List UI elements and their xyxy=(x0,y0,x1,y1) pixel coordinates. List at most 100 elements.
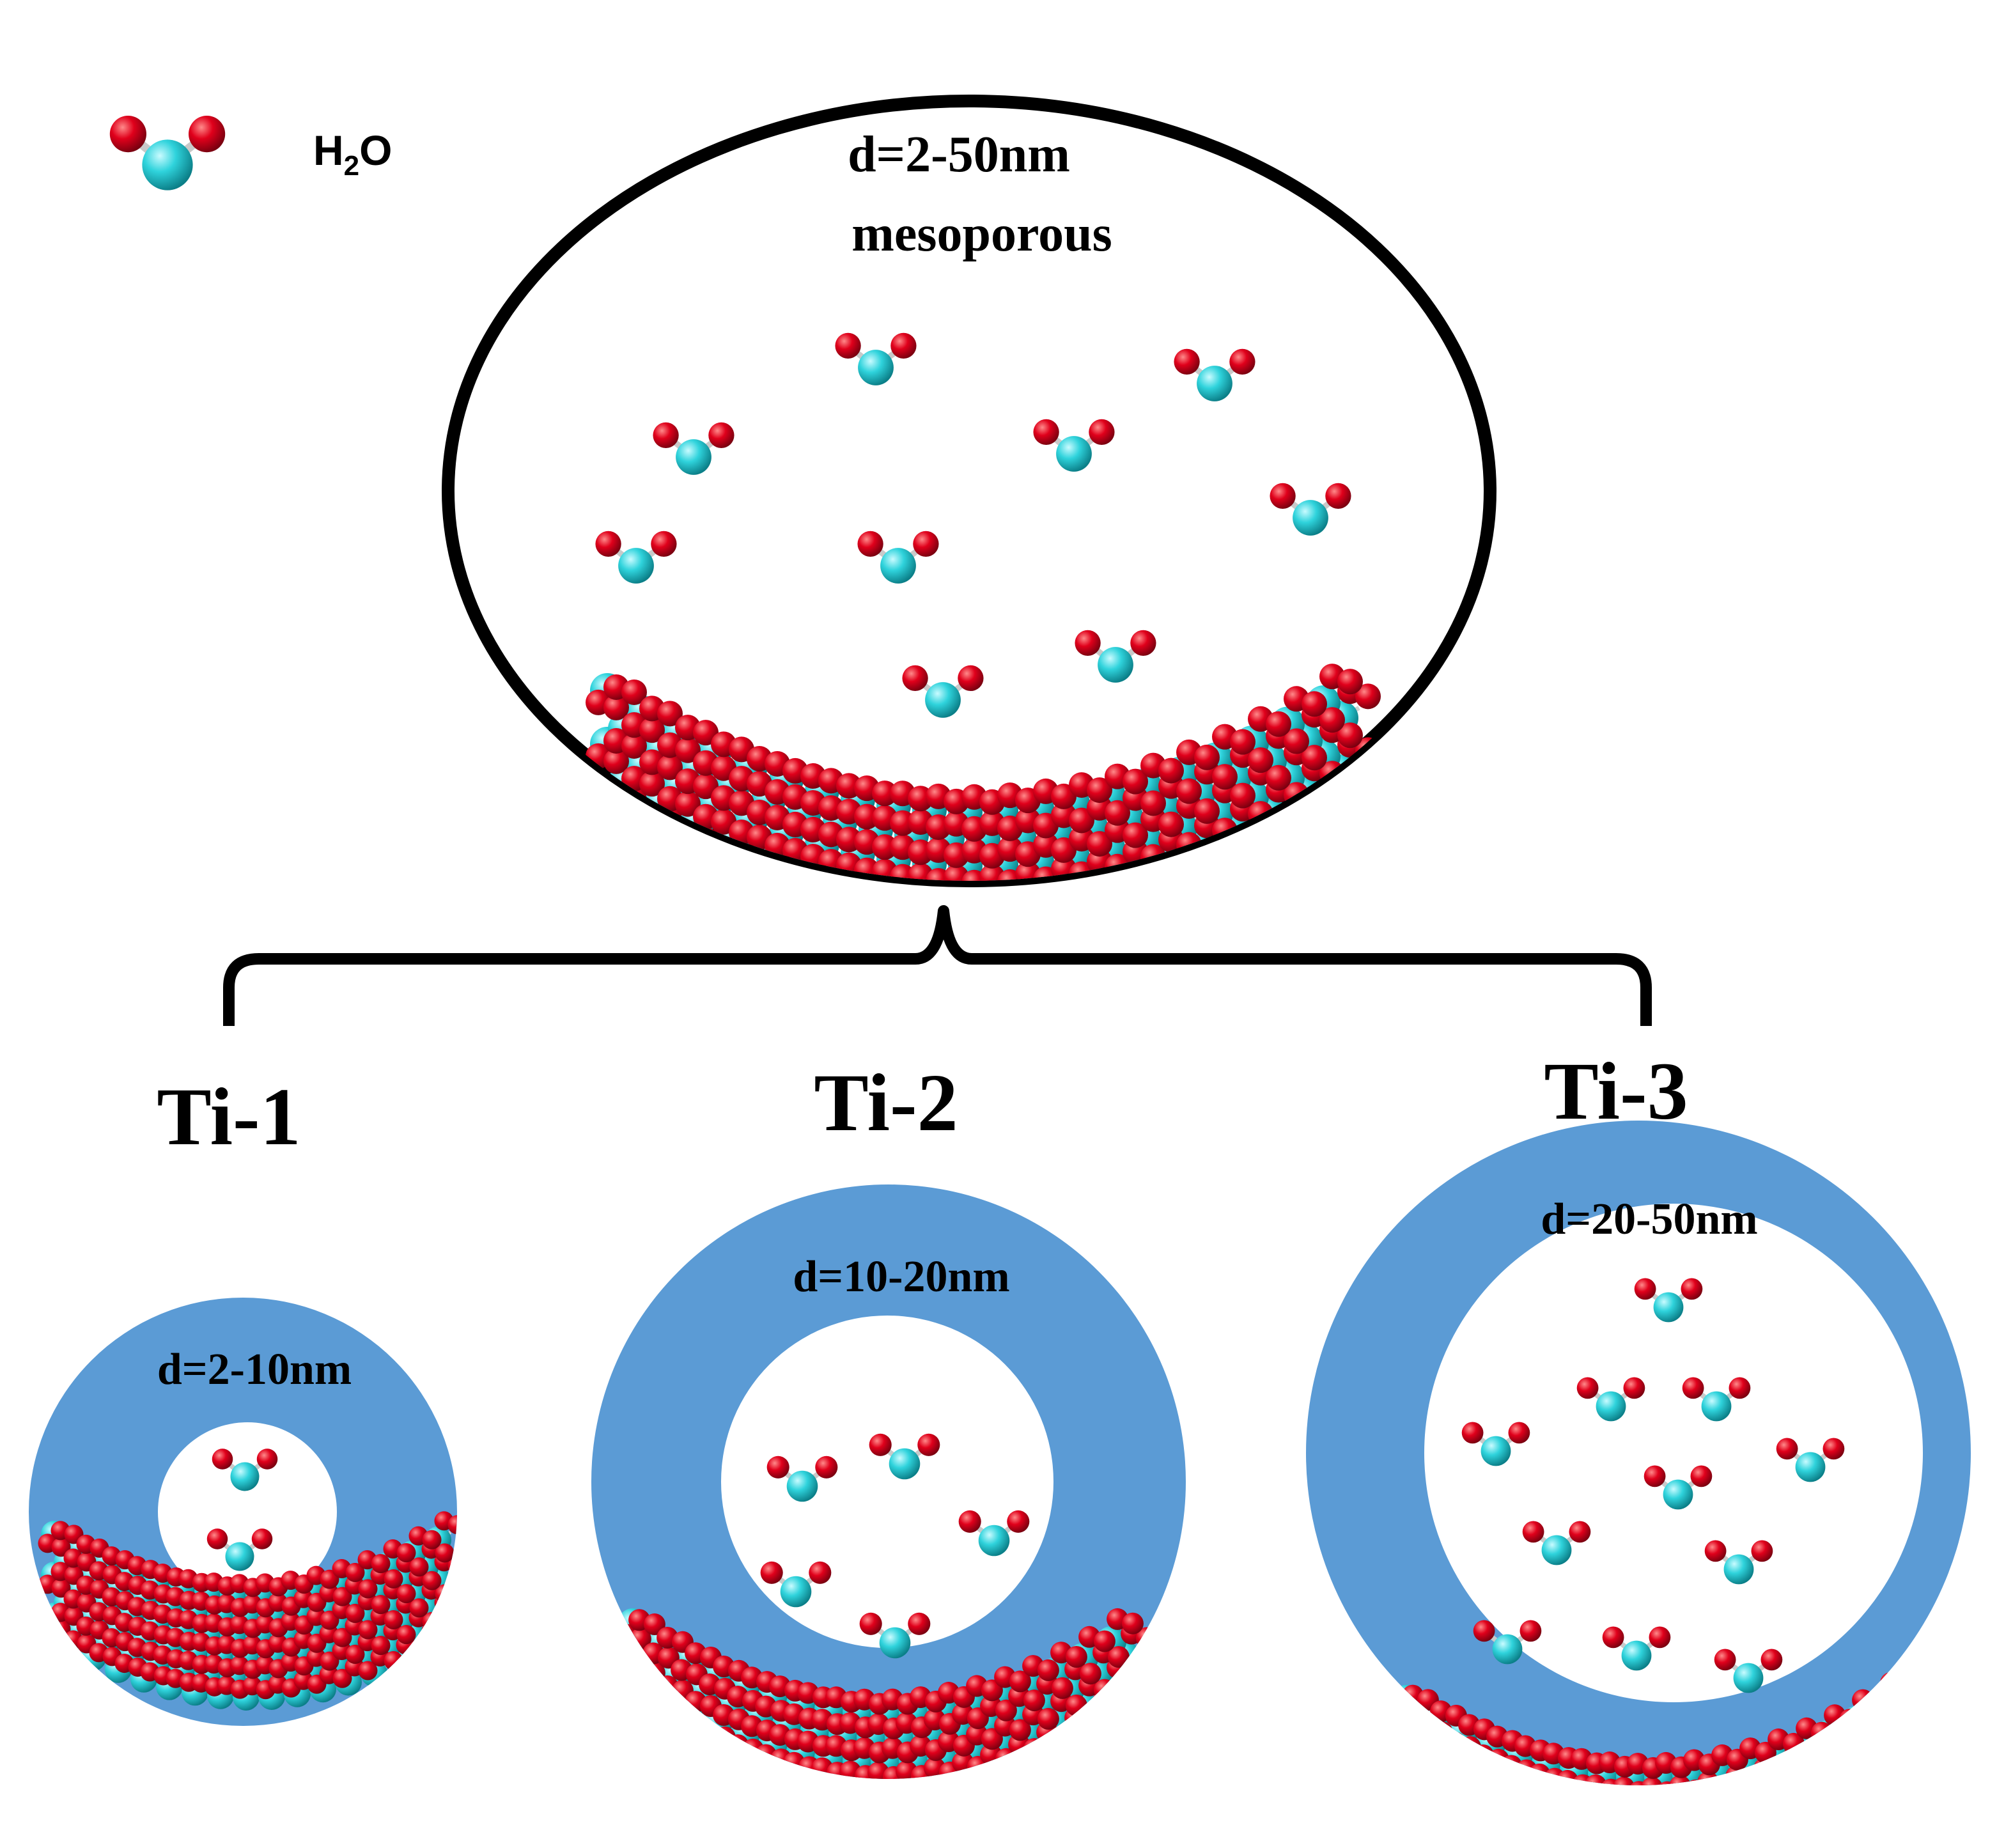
titanium-atom xyxy=(1560,1803,1590,1834)
water-molecule xyxy=(859,1612,931,1659)
oxygen-atom xyxy=(818,875,844,881)
titanium-atom xyxy=(1433,1734,1464,1765)
oxygen-atom xyxy=(859,1612,882,1635)
bond xyxy=(1322,798,1342,812)
titanium-atom xyxy=(716,1737,747,1768)
oxygen-atom xyxy=(1655,1801,1677,1822)
oxygen-atom xyxy=(1669,1775,1691,1785)
oxygen-atom xyxy=(1502,1827,1523,1848)
oxygen-atom xyxy=(1796,1751,1819,1774)
titanium-atom xyxy=(1855,1820,1886,1848)
oxygen-atom xyxy=(1544,1817,1566,1838)
titanium-atom xyxy=(984,901,1018,936)
bond xyxy=(822,888,840,898)
oxygen-atom xyxy=(1430,1798,1452,1819)
oxygen-atom xyxy=(1810,1783,1832,1785)
bond xyxy=(1702,1838,1716,1847)
bond xyxy=(965,909,983,919)
bond xyxy=(914,1801,928,1810)
bond xyxy=(1124,1695,1140,1707)
titanium-atom xyxy=(1391,1734,1422,1764)
titanium-atom xyxy=(925,682,961,718)
oxygen-atom xyxy=(1768,1777,1790,1785)
oxygen-atom xyxy=(657,754,683,780)
oxygen-atom xyxy=(1760,1649,1783,1671)
titanium-atom xyxy=(1630,1835,1661,1848)
oxygen-atom xyxy=(1107,1743,1130,1766)
oxygen-atom xyxy=(1741,1819,1762,1840)
oxygen-atom xyxy=(384,1651,403,1671)
water-molecule xyxy=(1682,1377,1751,1422)
oxygen-atom xyxy=(708,422,734,449)
oxygen-atom xyxy=(815,1456,838,1479)
oxygen-atom xyxy=(1711,1793,1733,1815)
oxygen-atom xyxy=(1325,483,1351,509)
oxygen-atom xyxy=(1682,1377,1704,1399)
oxygen-atom xyxy=(1486,1823,1508,1845)
oxygen-atom xyxy=(651,531,677,557)
oxygen-atom xyxy=(1530,1836,1551,1848)
oxygen-atom xyxy=(1158,865,1184,881)
oxygen-atom xyxy=(628,1706,651,1728)
oxygen-atom xyxy=(1158,757,1184,784)
oxygen-atom xyxy=(1123,876,1148,881)
titanium-atom xyxy=(1869,1689,1900,1721)
titanium-atom xyxy=(1053,1723,1084,1755)
oxygen-atom xyxy=(1704,1540,1727,1562)
oxygen-atom xyxy=(657,701,683,727)
oxygen-atom xyxy=(1284,728,1309,754)
bond xyxy=(1108,893,1126,903)
oxygen-atom xyxy=(653,422,679,449)
bond xyxy=(1827,1773,1844,1785)
oxygen-atom xyxy=(1557,1769,1579,1785)
oxygen-atom xyxy=(1194,744,1220,770)
bond xyxy=(816,1819,830,1828)
titanium-atom xyxy=(1011,1767,1042,1779)
oxygen-atom xyxy=(1121,1720,1143,1742)
oxygen-atom xyxy=(1508,1422,1530,1444)
oxygen-atom xyxy=(1866,1753,1888,1776)
oxygen-atom xyxy=(1033,886,1059,912)
oxygen-atom xyxy=(1740,1769,1762,1785)
oxygen-atom xyxy=(1416,1717,1438,1739)
oxygen-atom xyxy=(1194,798,1220,824)
bond xyxy=(1124,1743,1140,1756)
oxygen-atom xyxy=(1037,1707,1059,1730)
titanium-atom xyxy=(1541,1535,1572,1565)
oxygen-atom xyxy=(1402,1782,1424,1785)
titanium-atom xyxy=(941,1812,972,1843)
titanium-atom xyxy=(969,1805,1000,1836)
oxygen-atom xyxy=(1824,1739,1847,1762)
water-molecule xyxy=(1776,1438,1845,1482)
titanium-atom xyxy=(676,439,711,475)
bond xyxy=(773,1784,788,1793)
bond xyxy=(749,862,770,876)
oxygen-atom xyxy=(699,1744,722,1766)
oxygen-atom xyxy=(872,834,898,860)
bond xyxy=(1589,1836,1603,1845)
oxygen-atom xyxy=(1087,777,1112,804)
oxygen-atom xyxy=(371,1636,391,1656)
oxygen-atom xyxy=(206,1528,228,1549)
titanium-atom xyxy=(1757,1839,1787,1848)
oxygen-atom xyxy=(332,1627,352,1647)
bond xyxy=(1096,1761,1112,1774)
bond xyxy=(927,1773,944,1779)
oxygen-atom xyxy=(1572,1823,1594,1845)
oxygen-atom xyxy=(1158,811,1184,837)
titanium-atom xyxy=(1869,1787,1900,1817)
bond xyxy=(1828,1824,1842,1833)
titanium-atom xyxy=(1596,1391,1626,1422)
bond xyxy=(1532,1773,1548,1785)
titanium-atom xyxy=(1039,1754,1070,1779)
titanium-atom xyxy=(1813,1817,1844,1848)
oxygen-atom xyxy=(1417,1786,1439,1808)
sample-ti-2-title: Ti-2 xyxy=(814,1057,958,1148)
oxygen-atom xyxy=(766,1456,789,1479)
oxygen-atom xyxy=(1458,1812,1480,1833)
titanium-atom xyxy=(1630,1786,1661,1817)
oxygen-atom xyxy=(685,1760,708,1779)
oxygen-atom xyxy=(727,1734,749,1757)
oxygen-atom xyxy=(1515,1759,1537,1782)
bond xyxy=(1855,1759,1872,1772)
